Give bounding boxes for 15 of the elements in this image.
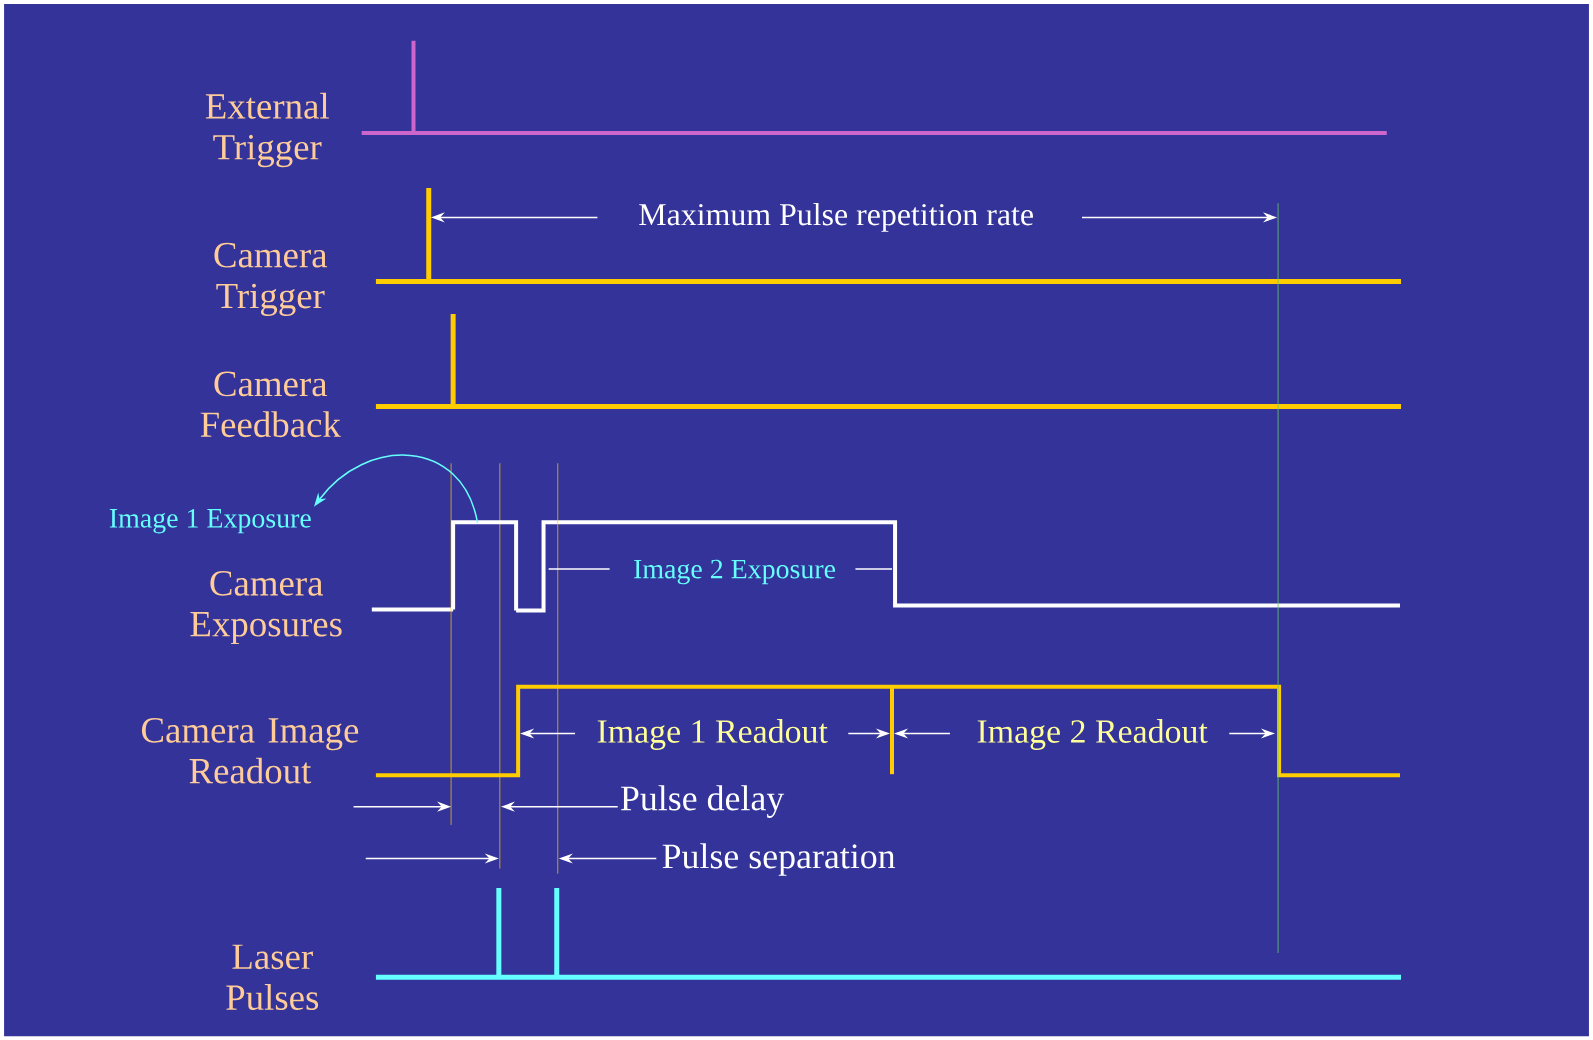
signal-label: Camera Trigger bbox=[214, 242, 328, 316]
signal-label: Camera Image Readout bbox=[141, 717, 359, 784]
signal-label: Image 2 Exposure bbox=[634, 559, 836, 585]
signal-label: Laser Pulses bbox=[226, 944, 319, 1010]
signal-label: Camera Exposures bbox=[190, 570, 342, 644]
exposure-pulse bbox=[451, 520, 519, 611]
leader-arrow bbox=[314, 454, 479, 524]
signal-label: External Trigger bbox=[205, 92, 329, 168]
annotation-text: Image 1 Exposure bbox=[109, 508, 311, 534]
signal-label: Image 1 Readout bbox=[597, 718, 828, 750]
signal-label: Maximum Pulse repetition rate bbox=[639, 202, 1033, 232]
signal-label: Image 2 Readout bbox=[977, 718, 1208, 750]
signal-label: Pulse separation bbox=[662, 843, 896, 876]
signal-label: Pulse delay bbox=[620, 785, 785, 818]
signal-label: Camera Feedback bbox=[200, 371, 341, 437]
